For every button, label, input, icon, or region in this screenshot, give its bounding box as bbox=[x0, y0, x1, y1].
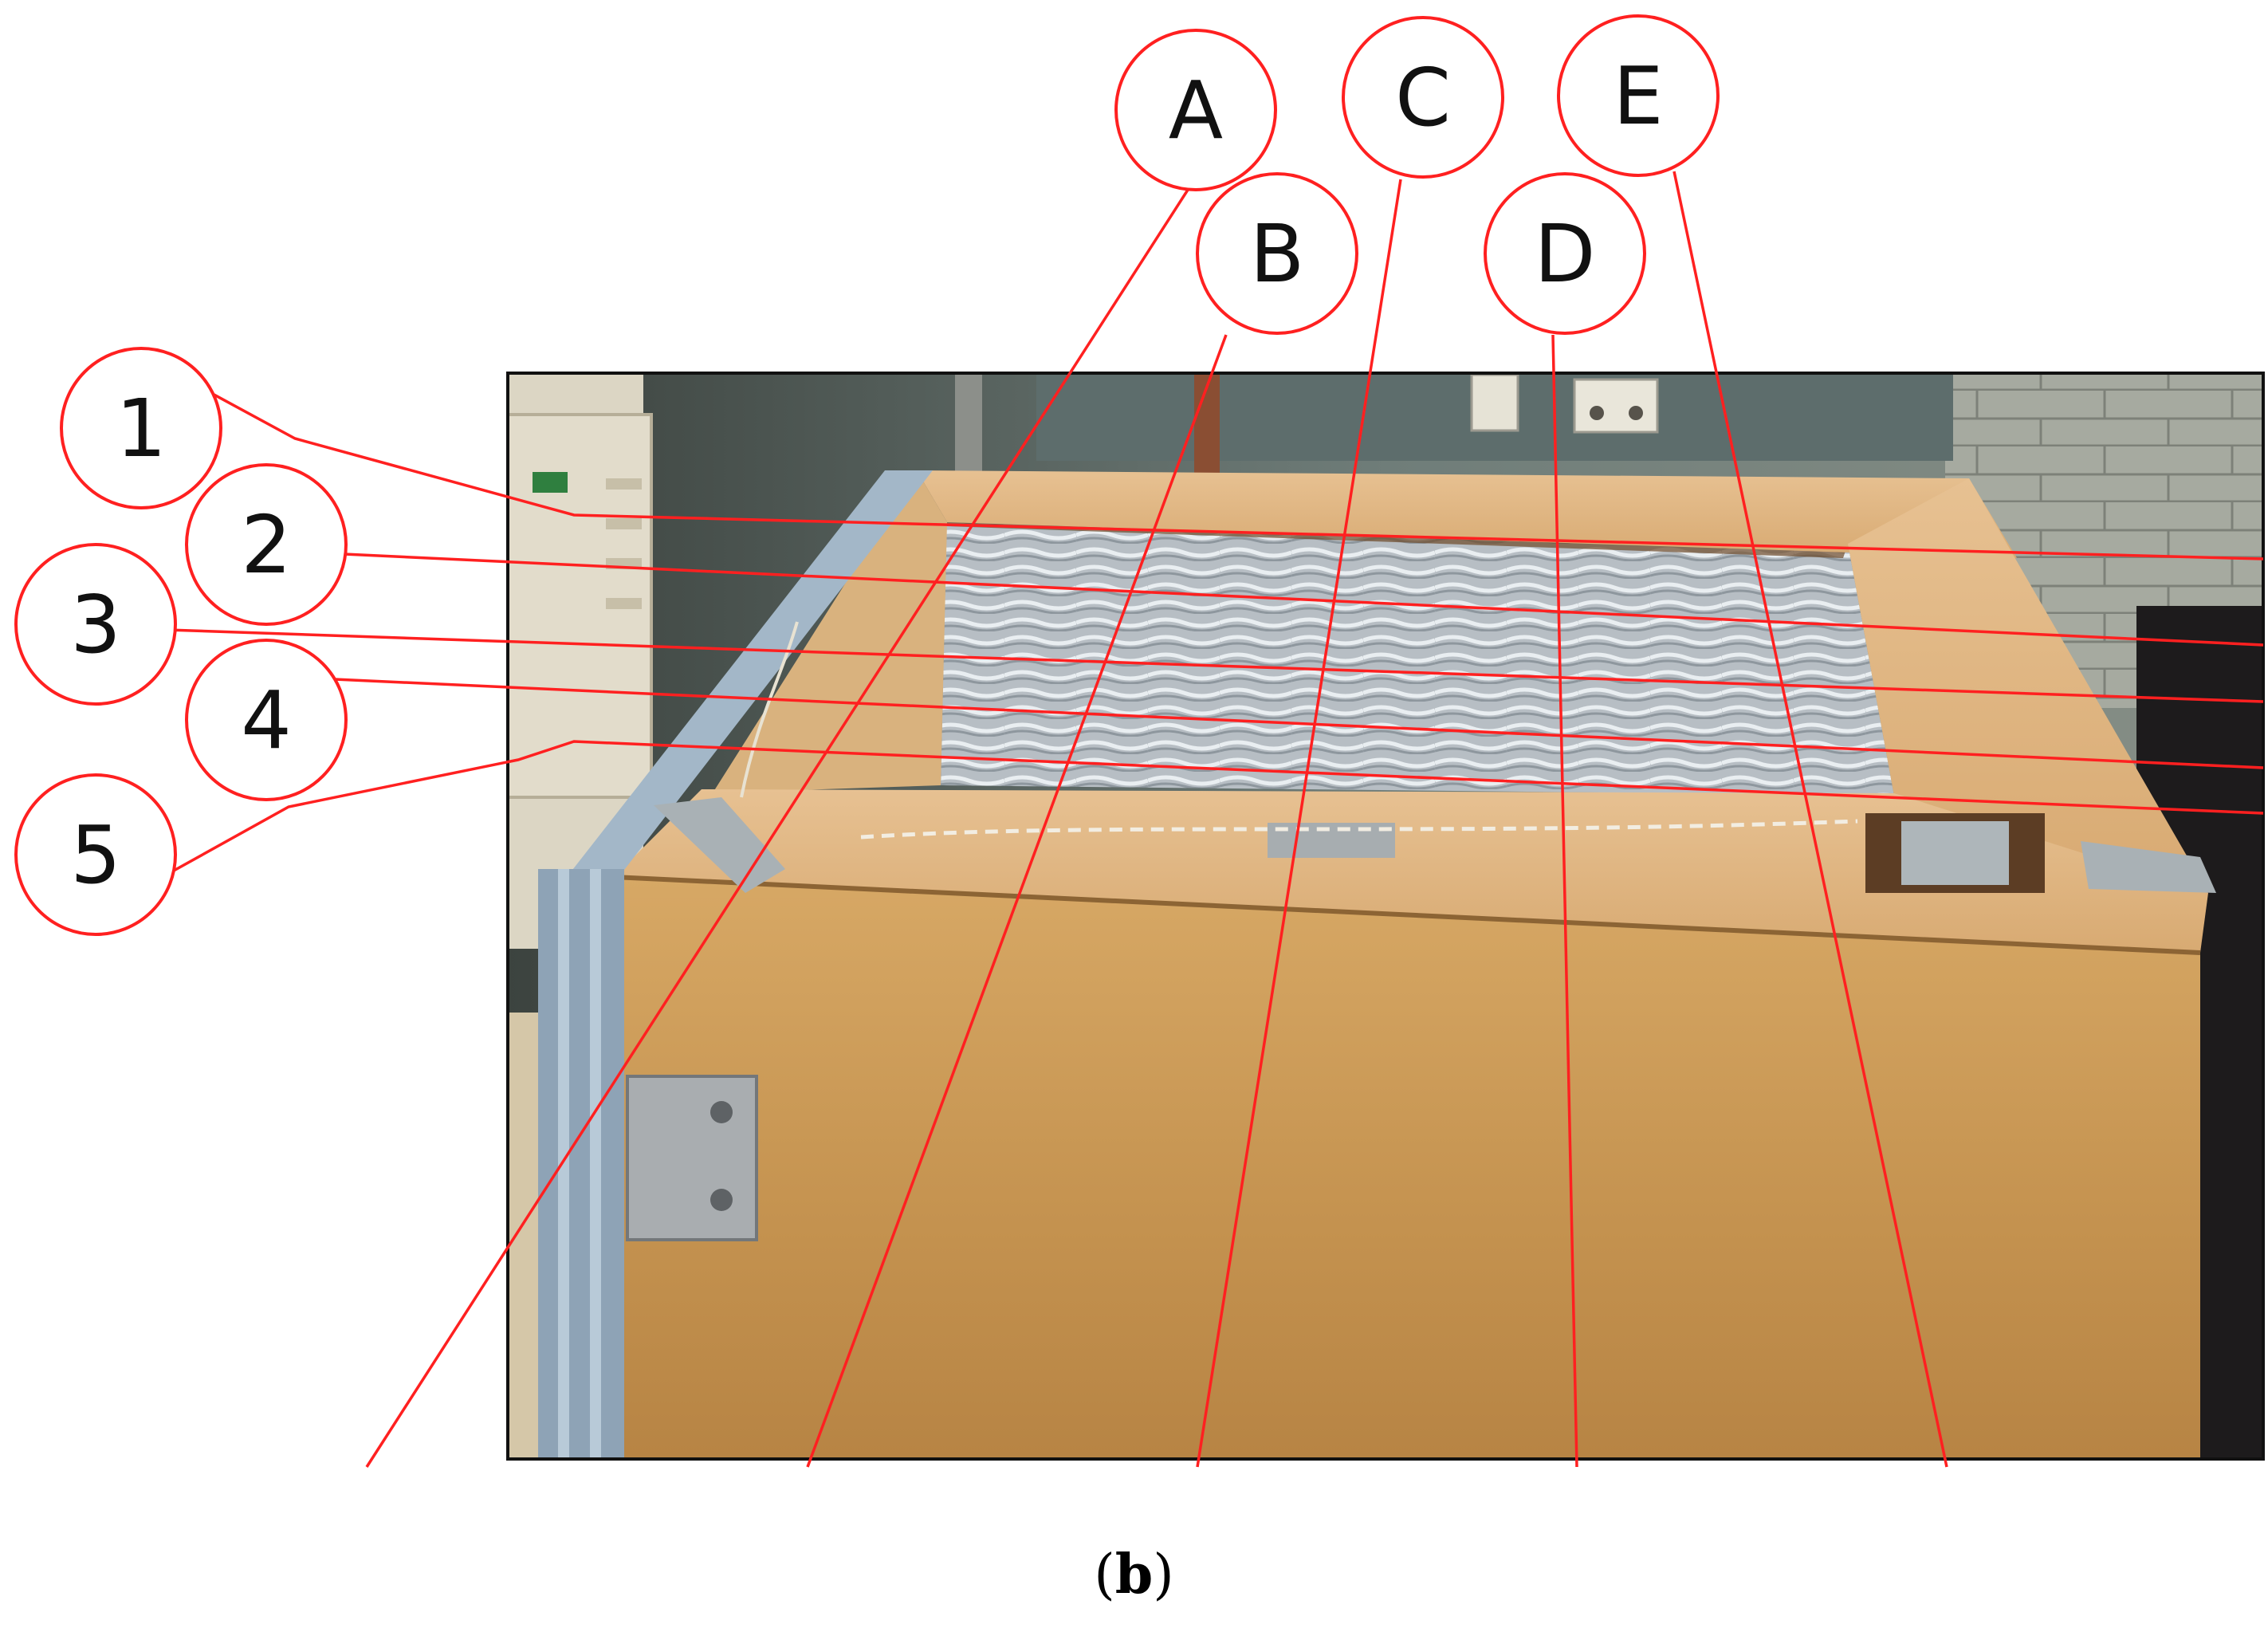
marker-label-d: D bbox=[1534, 207, 1595, 301]
box-lid-rim-left bbox=[670, 470, 947, 861]
metal-hinge bbox=[626, 1075, 758, 1241]
figure-caption: (b) bbox=[0, 1543, 2268, 1606]
tower-drive-bay bbox=[606, 518, 642, 529]
marker-e: E bbox=[1557, 14, 1720, 177]
hinge-screw bbox=[710, 1101, 733, 1123]
socket-hole bbox=[1629, 406, 1643, 420]
photograph bbox=[506, 372, 2265, 1461]
marker-label-a: A bbox=[1169, 64, 1223, 157]
marker-circle bbox=[1114, 29, 1277, 191]
marker-label-4: 4 bbox=[241, 674, 292, 767]
aluminium-frame-post bbox=[538, 869, 624, 1459]
marker-a: A bbox=[1114, 29, 1277, 191]
box-front-face bbox=[614, 877, 2200, 1459]
row-line-4 bbox=[334, 678, 2264, 769]
aluminium-frame-groove bbox=[558, 869, 569, 1459]
marker-1: 1 bbox=[60, 347, 222, 509]
marker-c: C bbox=[1342, 16, 1504, 179]
marker-label-2: 2 bbox=[241, 498, 292, 592]
caption-letter: b bbox=[1114, 1543, 1154, 1606]
photo-frame bbox=[506, 372, 2265, 1461]
marker-circle bbox=[1342, 16, 1504, 179]
wall-socket-right bbox=[1573, 378, 1659, 434]
hinge-screw bbox=[710, 1189, 733, 1211]
marker-b: B bbox=[1196, 172, 1358, 335]
marker-label-e: E bbox=[1613, 49, 1663, 143]
marker-circle bbox=[185, 639, 348, 801]
box-lid-rim-right bbox=[1848, 478, 2208, 893]
marker-label-3: 3 bbox=[70, 578, 121, 671]
marker-label-c: C bbox=[1395, 51, 1451, 144]
box-seam bbox=[613, 875, 2201, 955]
marker-circle bbox=[14, 773, 177, 936]
column-markers: A B C D E bbox=[1114, 14, 1720, 335]
row-line-5 bbox=[173, 740, 2264, 872]
duct-tape bbox=[2081, 841, 2216, 893]
flex-duct bbox=[1194, 375, 1220, 478]
label-patch bbox=[1268, 823, 1395, 858]
background-pipe bbox=[955, 375, 982, 478]
marker-4: 4 bbox=[185, 639, 348, 801]
aluminium-frame-groove bbox=[590, 869, 601, 1459]
column-line-c bbox=[1196, 179, 1402, 1468]
marker-2: 2 bbox=[185, 463, 348, 626]
marker-circle bbox=[185, 463, 348, 626]
socket-hole bbox=[1590, 406, 1604, 420]
column-line-a bbox=[365, 187, 1191, 1468]
marker-circle bbox=[1557, 14, 1720, 177]
tower-badge bbox=[533, 472, 568, 493]
clamp-tape bbox=[1901, 821, 2009, 885]
insulation-cavity bbox=[941, 510, 1894, 796]
row-line-1 bbox=[198, 385, 2264, 560]
marker-label-b: B bbox=[1250, 207, 1305, 301]
wall-socket-left bbox=[1470, 373, 1519, 432]
marker-label-1: 1 bbox=[116, 382, 167, 475]
marker-circle bbox=[60, 347, 222, 509]
marker-d: D bbox=[1484, 172, 1646, 335]
thermocouple-wire bbox=[860, 819, 1858, 840]
marker-label-5: 5 bbox=[70, 808, 121, 902]
caption-close-paren: ) bbox=[1153, 1544, 1174, 1606]
row-line-2 bbox=[344, 553, 2264, 647]
column-line-e bbox=[1673, 171, 1948, 1468]
aluminium-frame-top bbox=[570, 470, 933, 873]
tower-drive-bay bbox=[606, 598, 642, 609]
marker-circle bbox=[14, 543, 177, 706]
marker-5: 5 bbox=[14, 773, 177, 936]
column-line-d bbox=[1551, 334, 1578, 1468]
row-markers: 1 2 3 4 5 bbox=[14, 347, 348, 936]
marker-circle bbox=[1484, 172, 1646, 335]
caption-open-paren: ( bbox=[1094, 1544, 1115, 1606]
row-line-3 bbox=[167, 628, 2264, 703]
marker-3: 3 bbox=[14, 543, 177, 706]
marker-circle bbox=[1196, 172, 1358, 335]
column-line-b bbox=[806, 334, 1228, 1468]
measurement-lines bbox=[167, 171, 2264, 1468]
tower-drive-bay bbox=[606, 478, 642, 490]
